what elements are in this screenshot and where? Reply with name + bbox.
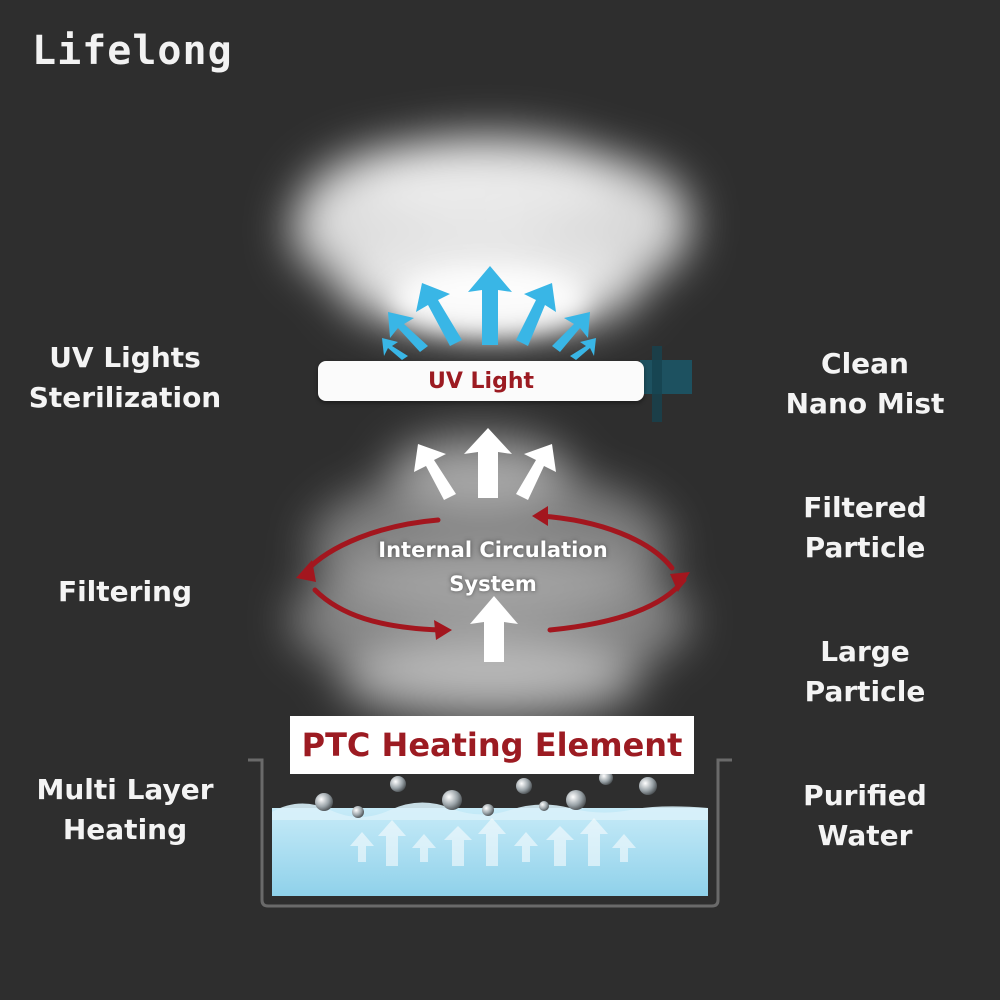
brand-logo: Lifelong <box>32 28 233 74</box>
filtered-mist-arrows <box>414 428 556 500</box>
mist-arrows-blue <box>382 266 596 360</box>
ptc-heating-element-label: PTC Heating Element <box>301 726 683 764</box>
label-filtered-particle: Filtered Particle <box>803 491 927 564</box>
label-clean-nano-mist: Clean Nano Mist <box>785 347 945 420</box>
middle-mist <box>290 435 690 720</box>
label-large-particle: Large Particle <box>804 635 926 708</box>
label-uv-sterilization: UV Lights Sterilization <box>28 341 222 414</box>
water-container <box>248 758 732 908</box>
rising-vapor-arrow <box>470 596 518 662</box>
uv-tube-connector <box>640 346 692 422</box>
water-bubbles <box>315 771 657 818</box>
label-filtering: Filtering <box>57 575 193 608</box>
uv-light-bar: UV Light <box>318 361 644 401</box>
internal-circulation-label: Internal Circulation System <box>378 538 608 596</box>
uv-light-label: UV Light <box>427 368 535 394</box>
label-multi-layer-heating: Multi Layer Heating <box>36 773 214 846</box>
label-purified-water: Purified Water <box>803 779 927 852</box>
ptc-heating-element-box: PTC Heating Element <box>290 716 694 774</box>
upper-mist-cloud <box>290 135 690 335</box>
water-heat-arrows <box>350 818 636 866</box>
circulation-arrows <box>302 513 687 633</box>
